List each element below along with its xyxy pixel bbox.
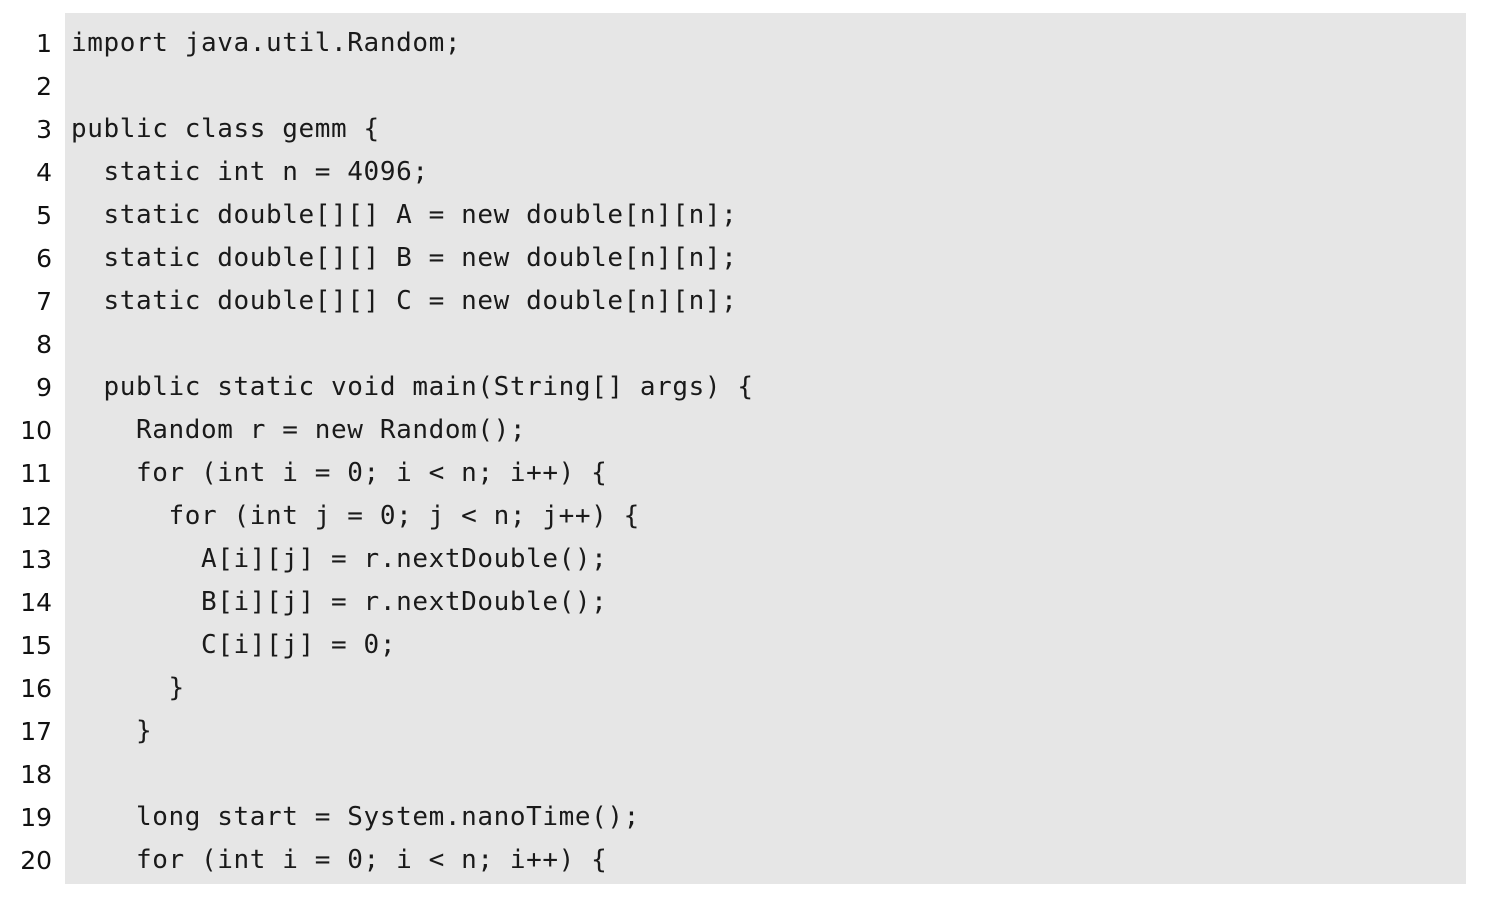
line-number: 2 xyxy=(36,72,52,101)
code-line: for (int j = 0; j < n; j++) { xyxy=(71,501,640,531)
code-line: } xyxy=(71,716,153,746)
line-number: 12 xyxy=(20,502,52,531)
line-number: 5 xyxy=(36,201,52,230)
code-line: static int n = 4096; xyxy=(71,157,429,187)
line-number: 3 xyxy=(36,115,52,144)
code-line: static double[][] A = new double[n][n]; xyxy=(71,200,738,230)
code-line: import java.util.Random; xyxy=(71,28,462,58)
line-number: 10 xyxy=(20,416,52,445)
code-body: import java.util.Random; public class gem… xyxy=(71,22,1451,882)
code-line xyxy=(71,323,1451,366)
line-number: 19 xyxy=(20,803,52,832)
line-number: 14 xyxy=(20,588,52,617)
code-line: } xyxy=(71,673,185,703)
line-number: 18 xyxy=(20,760,52,789)
code-line: static double[][] C = new double[n][n]; xyxy=(71,286,738,316)
code-line xyxy=(71,65,1451,108)
code-line: public static void main(String[] args) { xyxy=(71,372,754,402)
code-line: A[i][j] = r.nextDouble(); xyxy=(71,544,608,574)
code-line: public class gemm { xyxy=(71,114,380,144)
line-number: 17 xyxy=(20,717,52,746)
line-number: 15 xyxy=(20,631,52,660)
line-number: 9 xyxy=(36,373,52,402)
code-line: for (int i = 0; i < n; i++) { xyxy=(71,845,608,875)
line-number: 6 xyxy=(36,244,52,273)
code-line: C[i][j] = 0; xyxy=(71,630,397,660)
line-number: 20 xyxy=(20,846,52,875)
line-number: 4 xyxy=(36,158,52,187)
code-line xyxy=(71,753,1451,796)
code-line: Random r = new Random(); xyxy=(71,415,527,445)
code-line: B[i][j] = r.nextDouble(); xyxy=(71,587,608,617)
code-line: static double[][] B = new double[n][n]; xyxy=(71,243,738,273)
line-number: 1 xyxy=(36,29,52,58)
line-number: 16 xyxy=(20,674,52,703)
line-number: 13 xyxy=(20,545,52,574)
line-number: 7 xyxy=(36,287,52,316)
code-line: for (int i = 0; i < n; i++) { xyxy=(71,458,608,488)
line-number: 8 xyxy=(36,330,52,359)
code-background xyxy=(65,13,1466,884)
code-line: long start = System.nanoTime(); xyxy=(71,802,640,832)
line-number: 11 xyxy=(20,459,52,488)
